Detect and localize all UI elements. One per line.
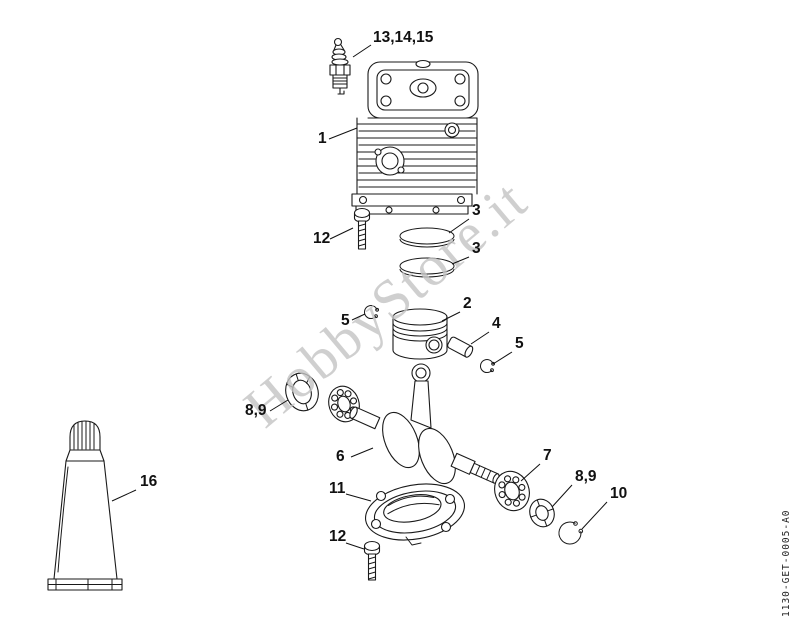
- piston-pin-drawing: [447, 336, 474, 358]
- sealant-tube-drawing: [47, 420, 123, 591]
- label-seal-bearing-left: 8,9: [245, 402, 267, 419]
- label-sealant-tube: 16: [140, 473, 158, 490]
- circlip-left-drawing: [364, 305, 380, 320]
- doc-code: 1130-GET-0005-A0: [781, 509, 792, 617]
- crankshaft-drawing: [349, 363, 500, 485]
- piston-ring-lower-drawing: [399, 257, 455, 278]
- label-piston-pin: 4: [492, 315, 501, 332]
- leader-lines: [111, 44, 608, 550]
- spark-plug-drawing: [329, 37, 351, 95]
- label-snap-ring: 10: [610, 485, 627, 502]
- crankcase-drawing: [364, 483, 466, 546]
- label-ring-upper: 3: [472, 202, 481, 219]
- label-bearing-right: 7: [543, 447, 552, 464]
- label-circlip-right: 5: [515, 335, 524, 352]
- label-seal-right: 8,9: [575, 468, 597, 485]
- screw-top-drawing: [353, 207, 371, 250]
- seal-left-drawing: [285, 372, 319, 412]
- label-crankcase: 11: [329, 480, 346, 497]
- circlip-right-drawing: [480, 359, 496, 374]
- label-spark-plug: 13,14,15: [373, 29, 434, 46]
- label-cylinder: 1: [318, 130, 327, 147]
- snap-ring-drawing: [558, 521, 584, 545]
- label-screw-top: 12: [313, 230, 330, 247]
- cylinder-drawing: [351, 59, 479, 215]
- label-circlip-left: 5: [341, 312, 350, 329]
- label-piston: 2: [463, 295, 472, 312]
- screw-bottom-drawing: [363, 540, 381, 581]
- label-ring-lower: 3: [472, 240, 481, 257]
- bearing-right-drawing: [494, 470, 530, 512]
- seal-right-drawing: [529, 498, 555, 528]
- piston-ring-upper-drawing: [399, 227, 455, 248]
- piston-drawing: [392, 308, 448, 360]
- label-crankshaft: 6: [336, 448, 345, 465]
- label-screw-bottom: 12: [329, 528, 346, 545]
